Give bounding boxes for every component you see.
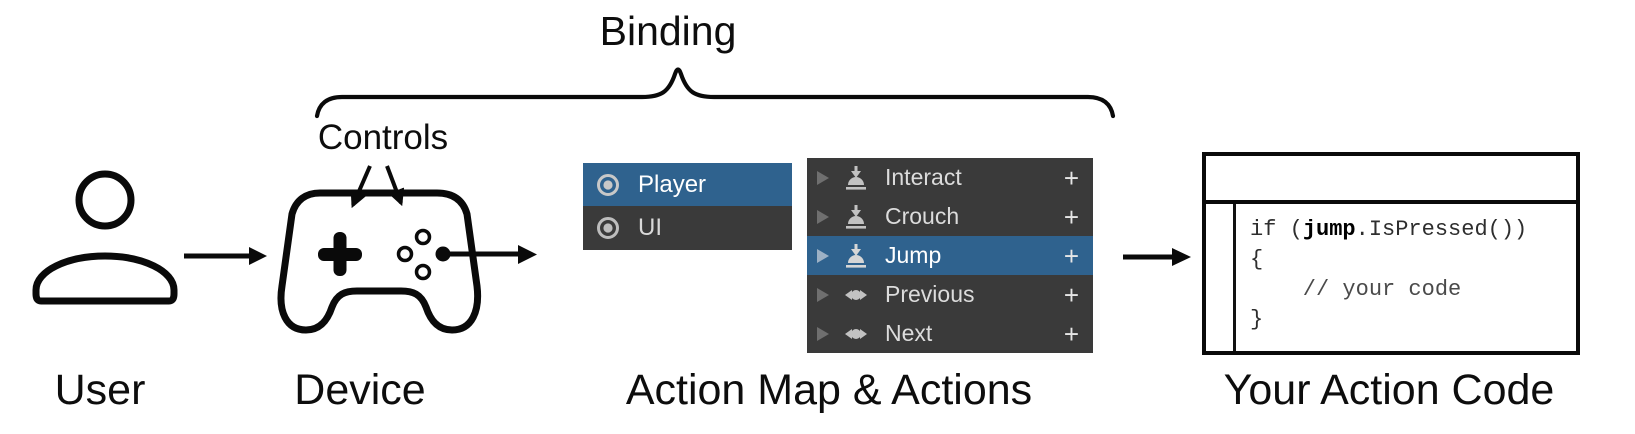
action-map-icon [597,173,619,196]
foldout-triangle-icon[interactable] [815,247,831,265]
action-map-panel: Player UI [583,163,792,250]
action-map-label: Action Map & Actions [625,366,1033,414]
action-map-item-label: Player [638,170,707,198]
button-action-icon [846,204,866,229]
code-line-2: { [1250,247,1264,272]
foldout-triangle-icon[interactable] [815,325,831,343]
dpad-icon [318,232,362,276]
code-text: if ( [1250,217,1303,242]
action-row-label: Interact [885,164,962,190]
add-binding-button[interactable]: + [1063,279,1079,310]
code-line-1: if (jump.IsPressed()) [1250,215,1576,245]
face-buttons-icon [396,228,451,281]
actions-panel: Interact + Crouch + Jump + [807,158,1093,353]
user-label: User [54,366,146,414]
code-window-body: if (jump.IsPressed()) { // your code } [1206,204,1576,351]
action-row-previous[interactable]: Previous + [807,275,1093,314]
code-line-4: } [1250,307,1264,332]
add-binding-button[interactable]: + [1063,162,1079,193]
code-keyword-jump: jump [1302,217,1356,242]
action-map-icon [597,217,619,239]
action-code-label: Your Action Code [1223,366,1555,414]
axis-action-icon [845,289,867,300]
add-binding-button[interactable]: + [1063,240,1079,271]
action-row-interact[interactable]: Interact + [807,158,1093,197]
action-map-item-ui[interactable]: UI [583,206,792,250]
code-text: .IsPressed()) [1355,217,1528,242]
foldout-triangle-icon[interactable] [815,286,831,304]
gamepad-icon [277,189,482,334]
device-label: Device [294,366,426,414]
axis-action-icon [845,328,867,339]
code-area: if (jump.IsPressed()) { // your code } [1236,204,1576,351]
add-binding-button[interactable]: + [1063,201,1079,232]
code-window-titlebar [1206,156,1576,204]
action-code-window: if (jump.IsPressed()) { // your code } [1202,152,1580,355]
user-icon [32,170,178,305]
action-row-label: Previous [885,281,975,307]
code-gutter [1206,204,1236,351]
add-binding-button[interactable]: + [1063,318,1079,349]
action-row-label: Next [885,320,933,346]
code-line-3: // your code [1250,277,1462,302]
action-row-label: Jump [885,242,942,268]
foldout-triangle-icon[interactable] [815,208,831,226]
action-map-item-label: UI [638,214,662,241]
action-row-jump[interactable]: Jump + [807,236,1093,275]
device-to-actionmap-arrow [450,245,537,264]
binding-brace [314,67,1116,119]
action-row-crouch[interactable]: Crouch + [807,197,1093,236]
foldout-triangle-icon[interactable] [815,169,831,187]
button-action-icon [846,243,866,268]
action-row-next[interactable]: Next + [807,314,1093,353]
actions-to-code-arrow [1123,248,1191,266]
button-action-icon [846,165,866,190]
user-to-device-arrow [184,247,267,265]
binding-label: Binding [599,8,737,54]
action-row-label: Crouch [885,203,960,229]
controls-arrows [350,165,405,209]
action-map-item-player[interactable]: Player [583,163,792,206]
controls-label: Controls [317,118,449,157]
